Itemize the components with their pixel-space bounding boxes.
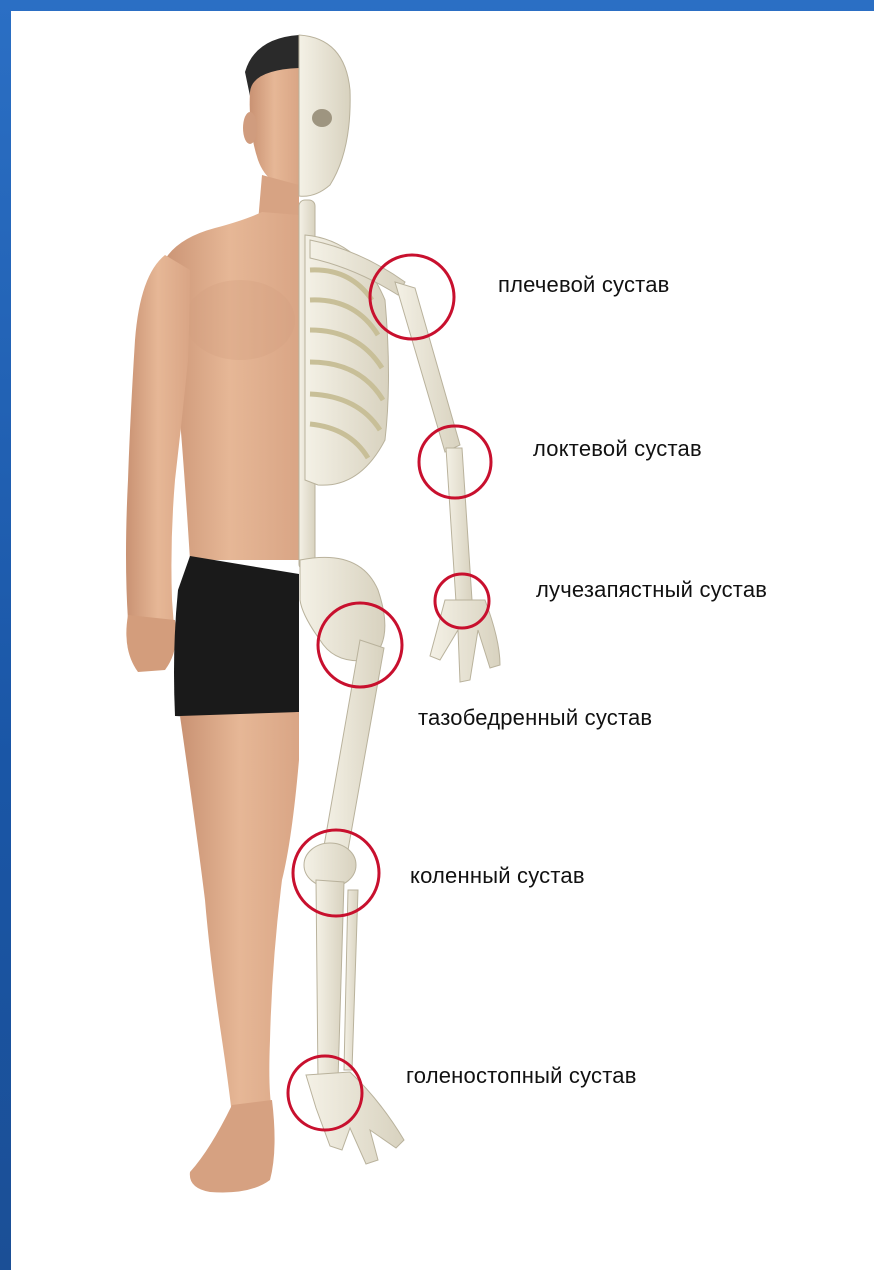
label-ankle-joint: голеностопный сустав [406, 1063, 637, 1089]
label-elbow-joint: локтевой сустав [533, 436, 702, 462]
human-head [250, 68, 299, 190]
human-foot [190, 1100, 275, 1193]
forearm [446, 448, 472, 602]
label-knee-joint: коленный сустав [410, 863, 585, 889]
tibia [316, 880, 344, 1080]
label-wrist-joint: лучезапястный сустав [536, 577, 767, 603]
skeleton-hand [430, 600, 500, 682]
label-hip-joint: тазобедренный сустав [418, 705, 652, 731]
femur [324, 640, 384, 850]
human-hand [126, 615, 176, 672]
patella [304, 843, 356, 887]
human-leg [180, 712, 299, 1115]
skeleton-foot [306, 1072, 404, 1164]
ear [243, 112, 257, 144]
human-arm [126, 255, 190, 640]
label-shoulder-joint: плечевой сустав [498, 272, 670, 298]
human-half [126, 35, 299, 1193]
skeleton-half [299, 35, 500, 1164]
shorts [174, 556, 299, 717]
